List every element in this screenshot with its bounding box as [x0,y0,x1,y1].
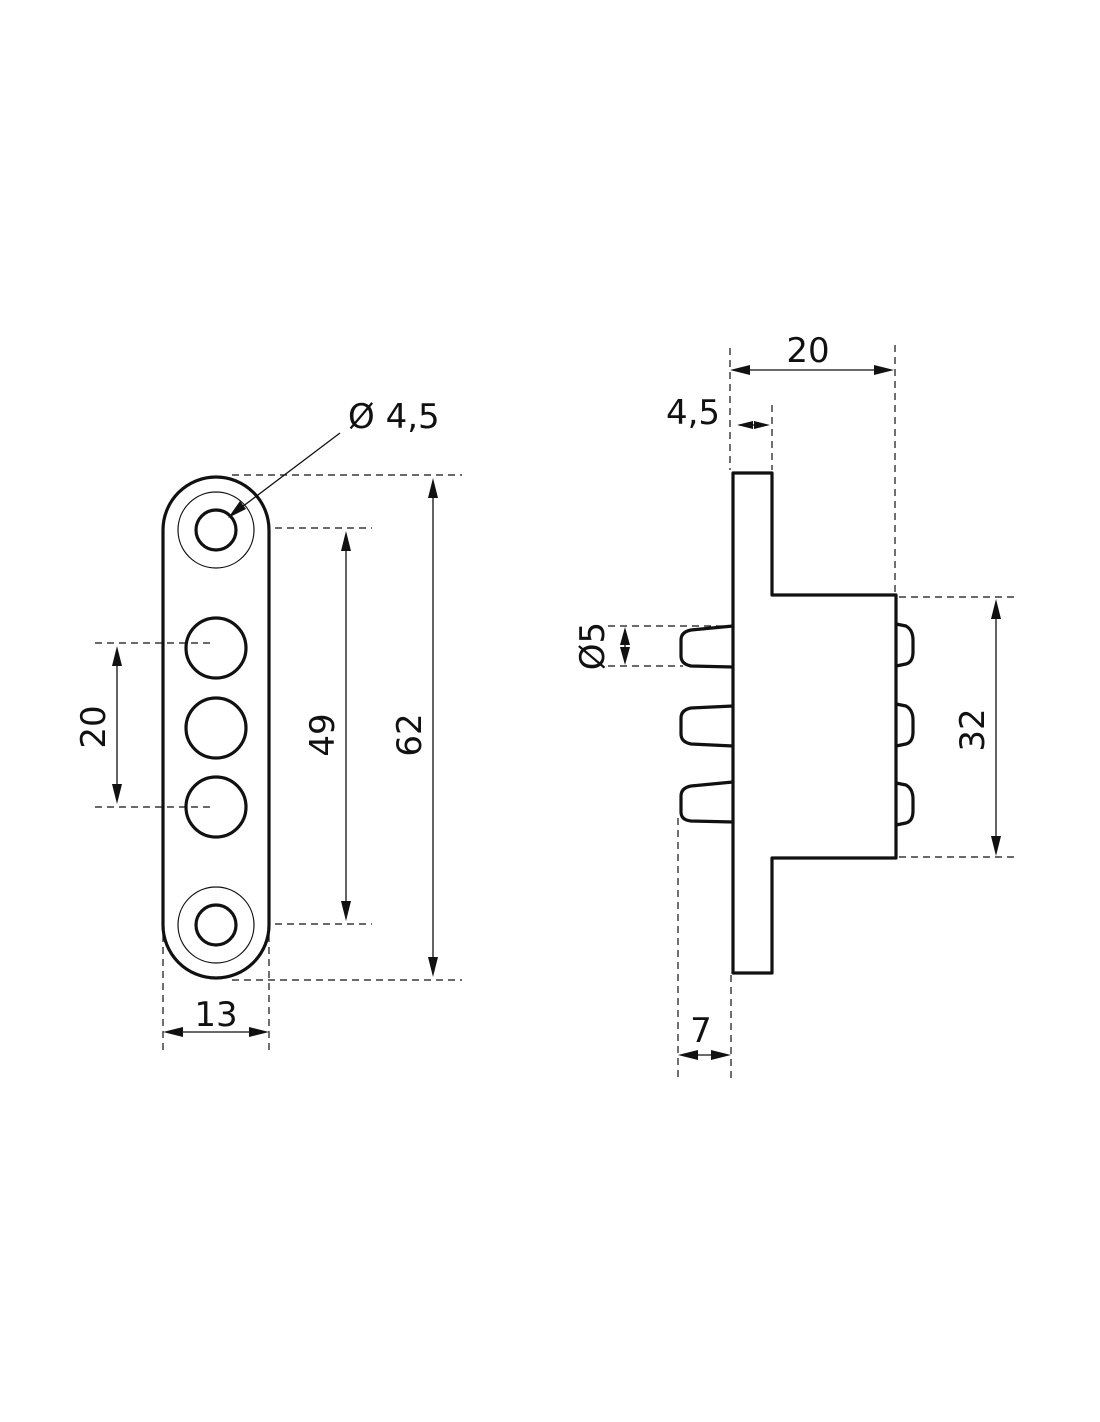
arrow-13-left [163,1027,183,1037]
right-pin-1 [895,622,915,668]
arrow-4-5-right [754,421,770,429]
arrow-62-top [428,478,438,498]
arrow-49-bottom [341,901,351,921]
arrow-62-bottom [428,957,438,977]
leader-arrow-hole [228,501,246,518]
right-pin-3 [895,781,915,827]
side-body-outline [731,471,898,975]
front-plate-outline [161,475,271,980]
arrow-7-right [711,1050,731,1060]
left-pin-2 [679,704,734,748]
leader-line-hole [233,432,341,514]
dim-label-pin-diameter: Ø5 [573,622,613,670]
left-pin-3 [679,780,734,824]
pin-hole-1 [184,616,248,680]
left-pin-1 [679,624,734,669]
pin-hole-2 [184,696,248,760]
dim-label-overall-height: 62 [390,713,430,756]
top-countersink-circle [177,491,255,569]
arrow-13-right [249,1027,269,1037]
dim-label-plate-thickness: 4,5 [666,393,720,433]
dim-label-screw-hole-diameter: Ø 4,5 [348,397,440,437]
dim-label-depth: 20 [786,331,829,371]
front-view: 62 49 20 13 Ø 4,5 [74,397,462,1050]
arrow-pin-diameter-bottom [620,647,630,665]
arrow-20-pins-bottom [112,784,122,804]
dim-label-width: 13 [194,995,237,1035]
dim-label-hole-spacing: 49 [303,713,343,756]
arrow-20-depth-left [730,365,750,375]
dim-label-pin-spacing: 20 [74,705,114,748]
bottom-countersink-circle [177,886,255,964]
arrow-20-depth-right [874,365,894,375]
arrow-7-left [678,1050,698,1060]
dim-label-body-height: 32 [953,708,993,751]
arrow-49-top [341,531,351,551]
top-screw-hole [194,508,238,552]
dim-label-pin-length: 7 [690,1011,712,1051]
arrow-pin-diameter-top [620,627,630,645]
arrow-32-bottom [991,836,1001,856]
bottom-screw-hole [194,903,238,947]
side-view: 20 4,5 Ø5 32 7 [573,331,1018,1082]
arrow-32-top [991,599,1001,619]
arrow-4-5-left [737,421,753,429]
right-pin-2 [895,702,915,748]
arrow-20-pins-top [112,646,122,666]
